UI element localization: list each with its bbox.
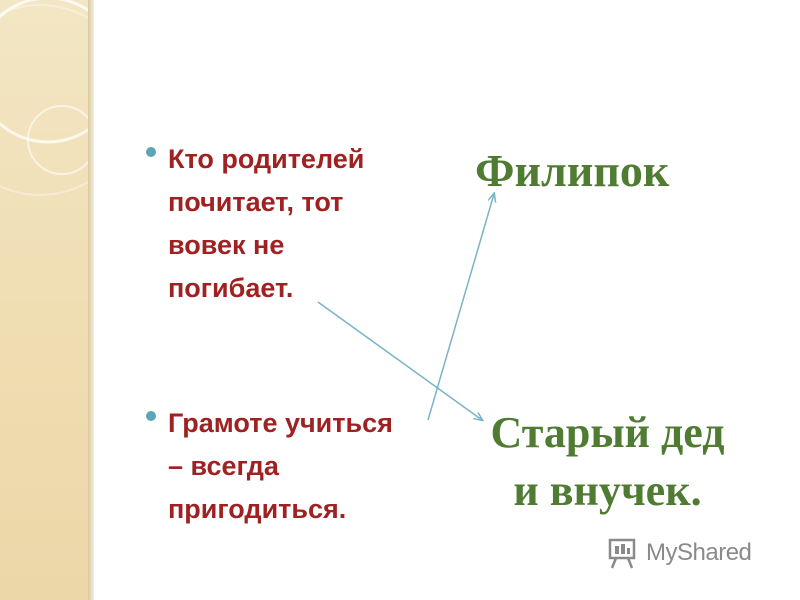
watermark-text: MyShared [646, 539, 752, 566]
story-title-filipok: Филипок [475, 145, 670, 196]
bullet-icon [146, 147, 156, 157]
decorative-circles [0, 0, 88, 196]
story-title-old-grandfather: Старый дед и внучек. [490, 408, 725, 515]
arrow-proverb2-to-filipok [427, 194, 494, 421]
proverb-item-2: Грамоте учиться – всегда пригодиться. [146, 402, 446, 531]
presentation-board-icon [608, 538, 636, 569]
arrow-proverb1-to-old-grandfather [317, 301, 482, 420]
side-panel-edge [88, 0, 94, 600]
proverb-text-1: Кто родителей почитает, тот вовек не пог… [168, 144, 365, 303]
bullet-icon [146, 411, 156, 421]
proverb-item-1: Кто родителей почитает, тот вовек не пог… [146, 138, 446, 310]
proverb-text-2: Грамоте учиться – всегда пригодиться. [168, 408, 393, 524]
myshared-watermark: MyShared [606, 536, 752, 570]
decorative-side-panel [0, 0, 88, 600]
